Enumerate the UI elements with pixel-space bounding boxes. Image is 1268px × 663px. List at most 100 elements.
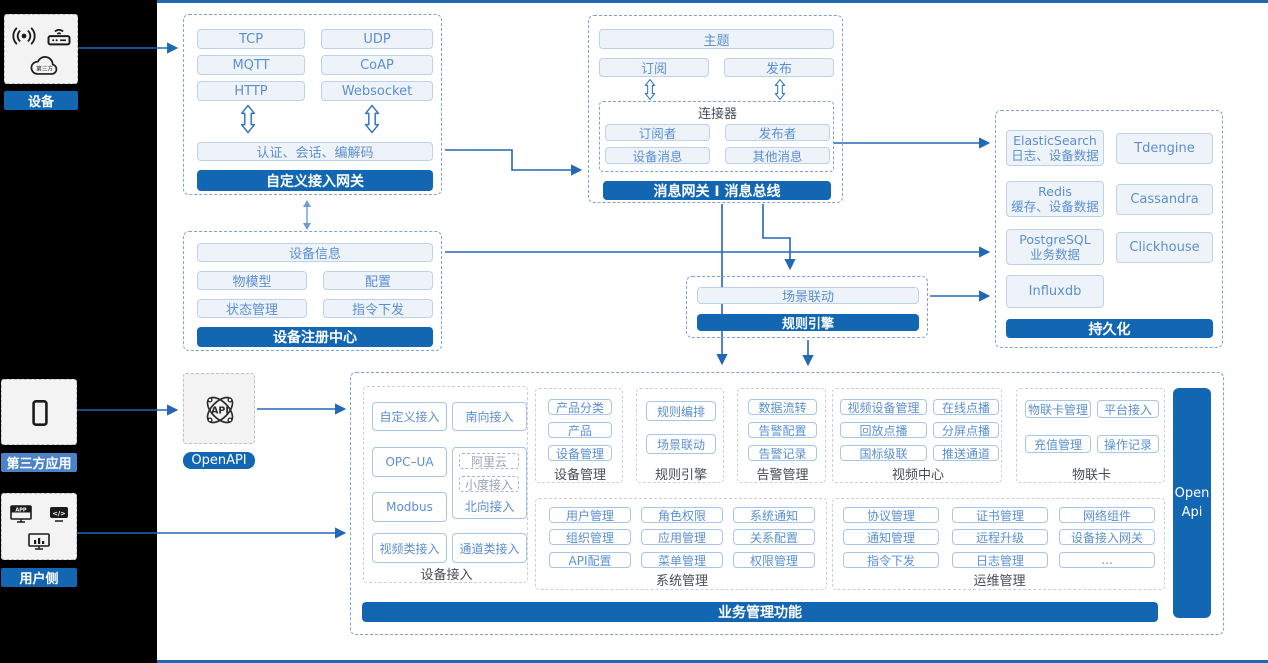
- node-thing-model: 物模型: [197, 271, 307, 290]
- message-gateway-title-bar: 消息网关 I 消息总线: [603, 181, 831, 200]
- module-item: 规则编排: [646, 401, 716, 421]
- ops-mgmt-label: 运维管理: [973, 573, 1026, 589]
- store-name: Redis: [1038, 184, 1072, 199]
- node-subscriber: 订阅者: [605, 124, 710, 141]
- system-mgmt-label: 系统管理: [655, 573, 708, 589]
- business-container: [350, 372, 1224, 635]
- node-subscribe: 订阅: [599, 58, 709, 77]
- module-item: 视频设备管理: [840, 399, 927, 415]
- module-item: 平台接入: [1097, 400, 1159, 418]
- module-item: 权限管理: [733, 552, 815, 568]
- message-gateway-container: 主题 订阅 发布 连接器 订阅者 发布者 设备消息 其他消息 消息网关 I 消息…: [588, 15, 843, 203]
- api-network-icon: API: [206, 396, 234, 424]
- node-udp: UDP: [321, 29, 433, 49]
- module-item: 设备管理: [548, 445, 612, 461]
- third-party-label: 第三方应用: [1, 453, 77, 472]
- rule-engine-column: 规则编排 场景联动 规则引擎: [636, 388, 724, 483]
- module-item: 日志管理: [952, 552, 1048, 568]
- chart-monitor-icon: [28, 533, 50, 550]
- video-center-label: 视频中心: [891, 467, 944, 483]
- smartphone-icon: [32, 400, 48, 426]
- rule-engine-container: 场景联动 规则引擎: [686, 276, 928, 338]
- module-item: 场景联动: [646, 434, 716, 454]
- device-access-column: 自定义接入 南向接入 OPC–UA 阿里云 小度接入 北向接入 Modbus 视…: [363, 386, 528, 583]
- openapi-box: API: [183, 373, 255, 444]
- node-scene-linkage: 场景联动: [697, 287, 919, 305]
- cloud-text: 第三方: [36, 65, 53, 73]
- node-tcp: TCP: [197, 29, 305, 49]
- module-item: 应用管理: [641, 529, 723, 545]
- module-item: 推送通道: [933, 445, 999, 461]
- alarm-mgmt-label: 告警管理: [756, 467, 809, 483]
- store-desc: 缓存、设备数据: [1011, 199, 1099, 214]
- module-item: 设备接入网关: [1059, 529, 1155, 545]
- node-modbus: Modbus: [372, 492, 447, 522]
- node-coap: CoAP: [321, 55, 433, 75]
- device-registry-title-bar: 设备注册中心: [197, 327, 433, 347]
- node-aliyun: 阿里云: [459, 453, 519, 469]
- node-publisher: 发布者: [725, 124, 830, 141]
- device-access-label: 设备接入: [420, 567, 473, 583]
- node-southbound-access: 南向接入: [452, 402, 527, 431]
- store-name: PostgreSQL: [1019, 232, 1091, 247]
- module-item: 国标级联: [840, 445, 927, 461]
- node-video-access: 视频类接入: [372, 533, 447, 563]
- module-item: 关系配置: [733, 529, 815, 545]
- connector-box: 连接器 订阅者 发布者 设备消息 其他消息: [599, 101, 834, 172]
- module-item: 通知管理: [843, 529, 939, 545]
- module-item: 告警配置: [748, 422, 817, 438]
- open-api-bar: Open Api: [1173, 388, 1211, 618]
- connector-title: 连接器: [697, 106, 737, 122]
- store-desc: 日志、设备数据: [1011, 148, 1099, 163]
- business-title-bar: 业务管理功能: [362, 602, 1158, 622]
- custom-gateway-title-bar: 自定义接入网关: [197, 170, 433, 191]
- node-topic: 主题: [599, 29, 834, 49]
- third-party-cloud-icon: 第三方: [30, 56, 58, 75]
- alarm-mgmt-column: 数据流转 告警配置 告警记录 告警管理: [737, 388, 826, 483]
- node-config: 配置: [323, 271, 433, 290]
- node-northbound-access: 北向接入: [464, 498, 515, 514]
- api-icon-text: API: [211, 405, 229, 416]
- node-cassandra: Cassandra: [1116, 184, 1213, 215]
- device-registry-container: 设备信息 物模型 配置 状态管理 指令下发 设备注册中心: [183, 231, 442, 351]
- open-api-bar-line1: Open: [1174, 485, 1210, 501]
- node-channel-access: 通道类接入: [452, 533, 527, 563]
- device-mgmt-column: 产品分类 产品 设备管理 设备管理: [535, 388, 623, 483]
- node-custom-access: 自定义接入: [372, 402, 447, 431]
- rule-engine-label: 规则引擎: [654, 467, 707, 483]
- module-item: 产品分类: [548, 399, 612, 415]
- module-item: 分屏点播: [933, 422, 999, 438]
- iot-card-column: 物联卡管理 平台接入 充值管理 操作记录 物联卡: [1016, 388, 1165, 483]
- rule-engine-title-bar: 规则引擎: [697, 314, 919, 332]
- node-xiaodu-access: 小度接入: [459, 476, 519, 492]
- node-tdengine: Tdengine: [1116, 133, 1213, 164]
- third-party-source-box: [1, 379, 77, 445]
- code-monitor-icon: </>: [50, 507, 68, 522]
- custom-gateway-container: TCP UDP MQTT CoAP HTTP Websocket 认证、会话、编…: [183, 14, 442, 195]
- user-side-label: 用户侧: [1, 568, 77, 587]
- iot-card-label: 物联卡: [1071, 467, 1111, 483]
- module-item: 证书管理: [952, 507, 1048, 523]
- node-redis: Redis 缓存、设备数据: [1006, 181, 1104, 217]
- open-api-bar-line2: Api: [1181, 505, 1203, 520]
- device-mgmt-label: 设备管理: [553, 467, 606, 483]
- module-item: 组织管理: [549, 529, 631, 545]
- router-icon: [47, 29, 71, 46]
- node-postgresql: PostgreSQL 业务数据: [1006, 229, 1104, 265]
- wireless-signal-icon: [12, 27, 36, 45]
- node-device-info: 设备信息: [197, 243, 433, 262]
- openapi-label: OpenAPI: [183, 452, 255, 469]
- module-item: 网络组件: [1059, 507, 1155, 523]
- node-websocket: Websocket: [321, 81, 433, 101]
- app-monitor-icon: APP: [10, 505, 32, 523]
- node-status-mgmt: 状态管理: [197, 299, 307, 318]
- module-item: 协议管理: [843, 507, 939, 523]
- node-device-message: 设备消息: [605, 147, 710, 164]
- app-icon-text: APP: [15, 507, 27, 513]
- module-item: 告警记录: [748, 445, 817, 461]
- node-mqtt: MQTT: [197, 55, 305, 75]
- module-item: 角色权限: [641, 507, 723, 523]
- module-item: API配置: [549, 552, 631, 568]
- node-other-message: 其他消息: [725, 147, 830, 164]
